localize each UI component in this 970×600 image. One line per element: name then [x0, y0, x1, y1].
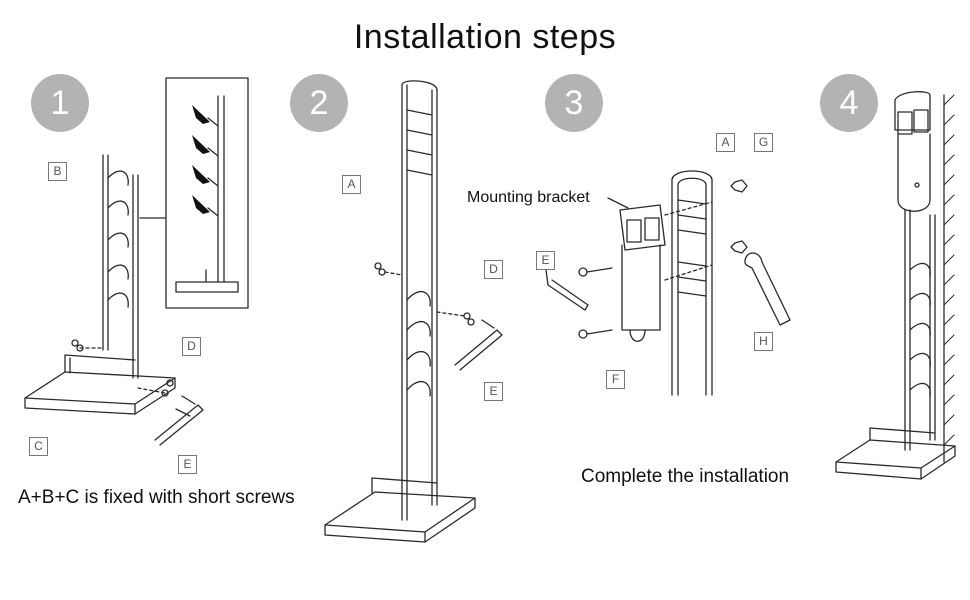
- part-tag-f: F: [606, 370, 625, 389]
- step-3-drawing: [544, 170, 791, 396]
- step-1-arrows: [192, 105, 210, 214]
- step-1-badge: 1: [31, 74, 89, 132]
- step-1-caption: A+B+C is fixed with short screws: [18, 487, 295, 508]
- part-tag-e: E: [178, 455, 197, 474]
- step-2-badge: 2: [290, 74, 348, 132]
- part-tag-b: B: [48, 162, 67, 181]
- mounting-bracket-label: Mounting bracket: [467, 189, 590, 206]
- step-1-drawing: [24, 77, 249, 446]
- step-4-drawing: [835, 91, 956, 480]
- step-3-badge: 3: [545, 74, 603, 132]
- part-tag-h: H: [754, 332, 773, 351]
- part-tag-a: A: [342, 175, 361, 194]
- diagram-title: Installation steps: [353, 18, 617, 56]
- part-tag-e: E: [484, 382, 503, 401]
- step-4-caption: Complete the installation: [581, 466, 790, 487]
- part-tag-a: A: [716, 133, 735, 152]
- part-tag-d: D: [182, 337, 201, 356]
- step-2-drawing: [324, 80, 503, 543]
- step-4-badge: 4: [820, 74, 878, 132]
- part-tag-d: D: [484, 260, 503, 279]
- part-tag-g: G: [754, 133, 773, 152]
- part-tag-c: C: [29, 437, 48, 456]
- part-tag-e: E: [536, 251, 555, 270]
